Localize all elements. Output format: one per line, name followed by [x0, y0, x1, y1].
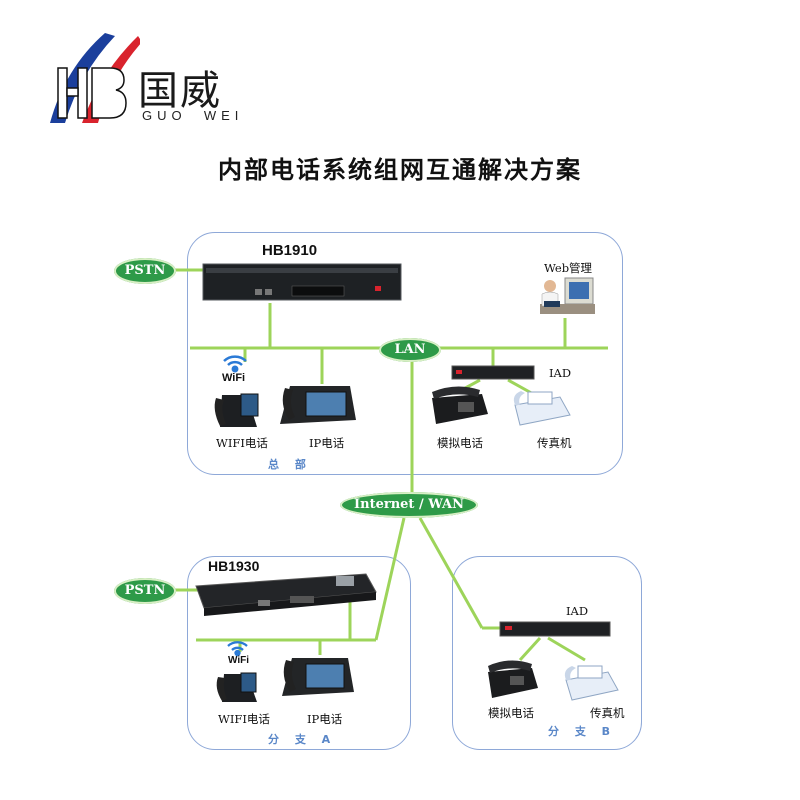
hq-ip-phone-label: IP电话	[309, 436, 345, 450]
wan-cloud: Internet / WAN	[340, 492, 478, 518]
headquarters-region	[187, 232, 623, 475]
hb-logo-mark-icon	[50, 33, 140, 123]
web-admin-workstation-icon	[540, 277, 595, 314]
branch-b-iad-device-icon	[499, 621, 611, 637]
hq-pstn-cloud: PSTN	[114, 258, 176, 284]
page-title: 内部电话系统组网互通解决方案	[218, 156, 582, 184]
branch-b-fax-label: 传真机	[590, 706, 625, 720]
lan-cloud: LAN	[379, 338, 441, 362]
hq-wifi-phone-icon	[214, 393, 259, 427]
logo-chinese-text: 国威	[138, 68, 222, 114]
brand-logo: 国威 GUO WEI	[30, 28, 240, 128]
hb1930-device-icon	[195, 573, 377, 616]
hb1930-label: HB1930	[208, 558, 260, 574]
hb1910-label: HB1910	[262, 242, 318, 259]
hq-iad-label: IAD	[549, 366, 572, 380]
hq-iad-device-icon	[451, 365, 535, 380]
web-admin-label: Web管理	[544, 261, 593, 275]
hq-ip-phone-icon	[280, 386, 356, 424]
branch-b-region-name: 分 支 B	[548, 725, 617, 738]
hq-wifi-text: WiFi	[222, 372, 246, 384]
branch-b-analog-phone-icon	[488, 660, 538, 698]
branch-b-fax-machine-icon	[564, 665, 619, 701]
branch-b-iad-label: IAD	[566, 604, 589, 618]
branch-b-region	[452, 556, 642, 750]
branch-b-analog-phone-label: 模拟电话	[488, 706, 534, 720]
hb1910-device-icon	[202, 263, 402, 301]
hq-wifi-signal-icon	[223, 355, 247, 373]
hq-fax-label: 传真机	[537, 436, 572, 450]
hq-analog-phone-label: 模拟电话	[437, 436, 483, 450]
branch-a-region	[187, 556, 411, 750]
hq-region-name: 总 部	[268, 458, 312, 471]
branch-a-region-name: 分 支 A	[268, 733, 337, 746]
hq-fax-machine-icon	[513, 391, 571, 426]
branch-a-wifi-phone-label: WIFI电话	[218, 712, 270, 726]
branch-a-pstn-cloud: PSTN	[114, 578, 176, 604]
branch-a-ip-phone-icon	[282, 658, 354, 696]
branch-a-ip-phone-label: IP电话	[307, 712, 343, 726]
hq-wifi-phone-label: WIFI电话	[216, 436, 268, 450]
logo-english-text: GUO WEI	[142, 108, 244, 123]
hq-analog-phone-icon	[432, 386, 488, 424]
branch-a-wifi-phone-icon	[216, 672, 257, 702]
branch-a-wifi-signal-icon	[227, 641, 248, 657]
branch-a-wifi-text: WiFi	[228, 655, 250, 666]
